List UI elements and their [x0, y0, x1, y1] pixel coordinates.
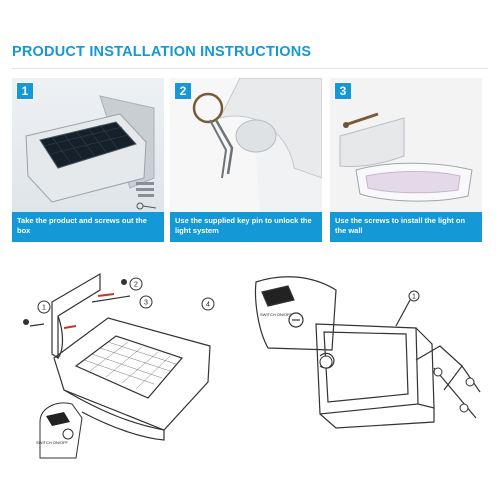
callout-3: 3: [144, 300, 148, 307]
switch-label-right: SWITCH ON/OFF: [260, 312, 293, 317]
step-3-caption: Use the screws to install the light on t…: [330, 212, 482, 242]
step-2-caption: Use the supplied key pin to unlock the l…: [170, 212, 322, 242]
title-divider: [12, 68, 488, 69]
step-3-panel: 3 Use the screws to install the light on…: [330, 78, 482, 242]
callout-1-right: 1: [412, 294, 416, 301]
mounted-view-diagram: 1 SWITCH ON/OFF: [240, 268, 488, 448]
callout-2: 2: [134, 282, 138, 289]
step-1-caption: Take the product and screws out the box: [12, 212, 164, 242]
page-title: PRODUCT INSTALLATION INSTRUCTIONS: [12, 44, 312, 60]
switch-label: SWITCH ON/OFF: [36, 440, 69, 445]
step-1-number-badge: 1: [16, 82, 34, 100]
step-2-number-badge: 2: [174, 82, 192, 100]
exploded-view-diagram: 1 2 3 4 SWITCH ON/OFF: [12, 262, 222, 462]
mounted-view-drawing: 1 SWITCH ON/OFF: [254, 276, 481, 429]
step-1-photo: [25, 95, 157, 210]
step-2-panel: 2 Use the supplied key pin to unlock the…: [170, 78, 322, 242]
step-1-panel: 1 Take the product and screws out the bo…: [12, 78, 164, 242]
callout-1: 1: [42, 305, 46, 312]
step-3-number-badge: 3: [334, 82, 352, 100]
callout-4: 4: [206, 302, 210, 309]
exploded-view-drawing: 1 2 3 4 SWITCH ON/OFF: [23, 272, 215, 459]
